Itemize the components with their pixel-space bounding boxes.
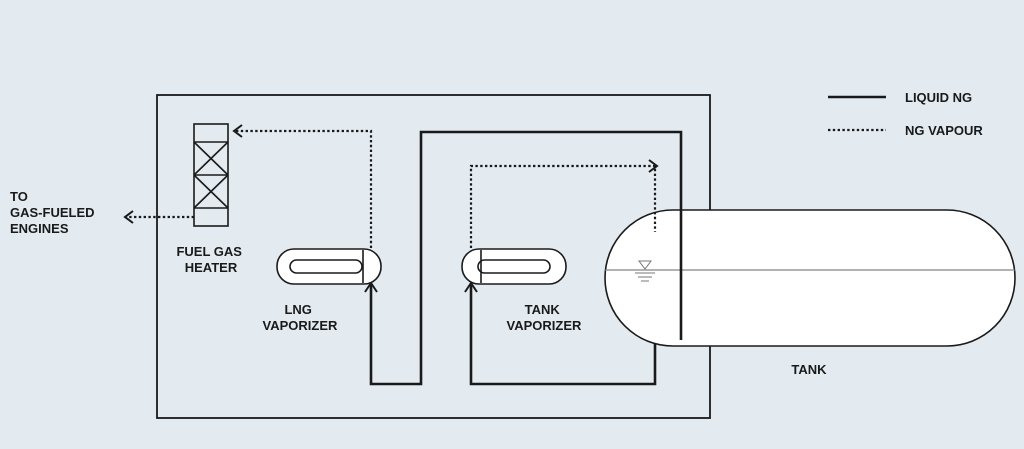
tank-vaporizer [461, 248, 567, 285]
fuel-gas-heater-label: FUEL GAS HEATER [176, 244, 245, 275]
lng-vaporizer-label: LNG VAPORIZER [263, 302, 338, 333]
liquid-arrowhead-tank-vaporizer [464, 281, 478, 293]
legend-vapour-label: NG VAPOUR [905, 123, 983, 138]
vapour-arrowheads [123, 124, 659, 224]
vapour-arrowhead-tank [648, 159, 659, 173]
water-level-triangle-icon [635, 260, 655, 282]
outlet-label: TO GAS-FUELED ENGINES [10, 189, 98, 236]
liquid-ng-lines [364, 130, 683, 386]
tank-vaporizer-label: TANK VAPORIZER [507, 302, 582, 333]
legend: LIQUID NG NG VAPOUR [828, 90, 983, 138]
fuel-gas-heater [193, 123, 229, 227]
liquid-line-tank-to-tank-vaporizer [469, 285, 657, 386]
tank-label: TANK [791, 362, 827, 377]
vapour-line-tank-vaporizer-to-tank [469, 164, 657, 248]
storage-tank [604, 209, 1016, 347]
legend-liquid-label: LIQUID NG [905, 90, 972, 105]
vapour-line-lng-vaporizer-to-heater [234, 129, 373, 248]
vapour-arrowhead-engines [123, 210, 134, 224]
lng-vaporizer [276, 248, 382, 285]
liquid-line-tank-to-lng-vaporizer [369, 130, 683, 386]
tank-body [604, 209, 1016, 347]
vapour-arrowhead-heater [232, 124, 243, 138]
ng-vapour-lines [126, 129, 657, 248]
